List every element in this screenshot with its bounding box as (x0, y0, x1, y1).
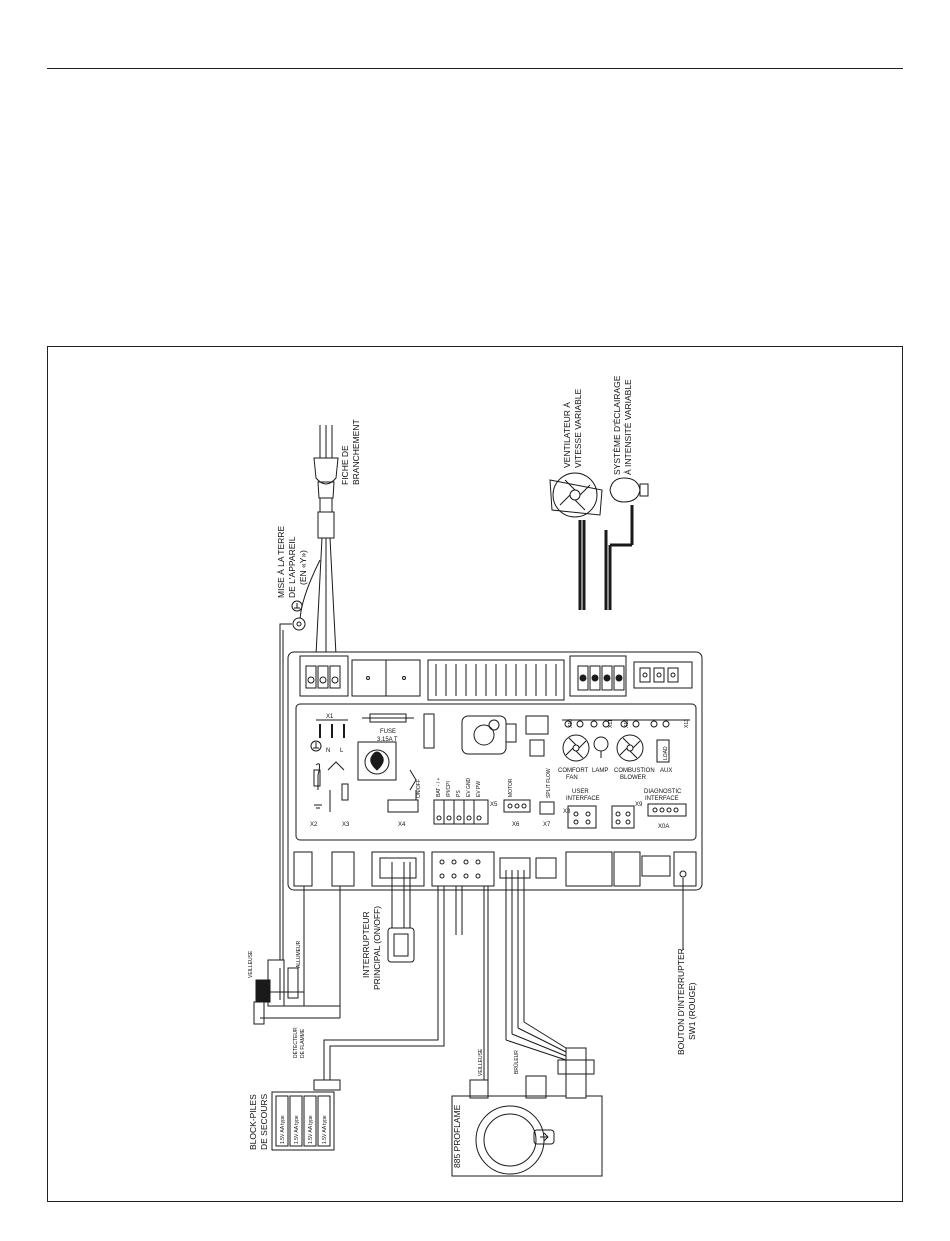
dimmer-lamp (604, 477, 649, 610)
reset-button-label-2: SW1 (ROUGE) (687, 982, 697, 1040)
diagram-frame (47, 346, 903, 1202)
valve-label: 885 PROFLAME (452, 1104, 462, 1168)
board-x5-pin-3: PS (456, 790, 462, 797)
gas-valve (451, 870, 603, 1177)
main-switch (387, 862, 415, 963)
battery-cell-1: 1.5V AA type (280, 1115, 286, 1144)
board-on-off: ON/OFF (416, 779, 422, 798)
board-fuse-1: FUSE (380, 729, 396, 735)
battery-pack-label-1: BLOCK-PILES (248, 1094, 258, 1150)
board-x6: X6 (512, 822, 520, 828)
header-rule (47, 68, 903, 69)
flame-detector-label-1: DÉTECTEUR (292, 1027, 299, 1058)
control-module (287, 651, 703, 891)
board-fuse-2: 3.15A T (377, 737, 398, 743)
board-x7: X7 (543, 822, 551, 828)
pilot-label: VEILLEUSE (248, 950, 254, 978)
main-switch-label-1: INTERRUPTEUR (361, 911, 371, 978)
board-x5-pin-4: EV GND (466, 777, 472, 797)
board-aux: AUX (660, 768, 672, 774)
light-label-1: SYSTÈME D'ÉCLAIRAGE (612, 375, 622, 475)
board-x5-pin-1: BAT - / + (436, 778, 442, 797)
valve-burner-label: BRÛLEUR (513, 1050, 520, 1074)
plug-label-1: FICHE DE (340, 445, 350, 485)
light-label-2: À INTENSITÉ VARIABLE (623, 379, 633, 475)
board-diagnostic-2: INTERFACE (645, 796, 679, 802)
fan-label-2: VITESSE VARIABLE (573, 388, 583, 468)
ground-label-3: (EN «Y») (298, 550, 308, 585)
battery-cell-3: 1.5V AA type (308, 1115, 314, 1144)
reset-button-label-1: BOUTON D'INTERRUPTER (676, 948, 686, 1055)
board-n: N (326, 748, 330, 754)
board-x3: X3 (342, 822, 350, 828)
board-x5-pin-5: EV PW (476, 781, 482, 797)
board-x4: X4 (398, 822, 406, 828)
board-x1: X1 (326, 714, 334, 720)
board-load: LOAD (663, 746, 669, 760)
board-x0a: X0A (658, 824, 669, 830)
battery-pack-label-2: DE SECOURS (259, 1093, 269, 1150)
board-x9: X9 (635, 802, 643, 808)
board-x8: X8 (563, 809, 571, 815)
board-combustion-1: COMBUSTION (614, 768, 655, 774)
battery-cell-4: 1.5V AA type (322, 1115, 328, 1144)
board-comfort-fan-2: FAN (566, 775, 578, 781)
board-x5: X5 (490, 802, 498, 808)
power-cord (299, 537, 337, 656)
main-switch-label-2: PRINCIPAL (ON/OFF) (372, 906, 382, 990)
board-lamp: LAMP (592, 768, 608, 774)
board-x12: X12 (624, 719, 630, 728)
fan-label-1: VENTILATEUR À (562, 402, 572, 468)
battery-pack (271, 886, 445, 1151)
valve-pilot-label: VEILLEUSE (478, 1048, 484, 1076)
board-x11: X11 (608, 719, 614, 728)
power-plug (313, 425, 339, 539)
board-user-interface-2: INTERFACE (566, 796, 600, 802)
plug-label-2: BRANCHEMENT (351, 419, 361, 485)
board-x2: X2 (310, 822, 318, 828)
board-motor: MOTOR (508, 778, 514, 797)
board-l: L (340, 748, 344, 754)
board-diagnostic-1: DIAGNOSTIC (644, 789, 682, 795)
ground-label-1: MISE À LA TERRE (276, 526, 286, 598)
flame-detector-label-2: DE FLAMME (300, 1028, 306, 1058)
igniter-label: ALLUMEUR (296, 940, 302, 968)
board-split-flow: SPLIT FLOW (546, 768, 552, 798)
battery-cell-2: 1.5V AA type (294, 1115, 300, 1144)
board-user-interface-1: USER (572, 789, 589, 795)
board-comfort-fan-1: COMFORT (558, 768, 589, 774)
board-combustion-2: BLOWER (620, 775, 647, 781)
board-x10: X10 (568, 719, 574, 728)
board-x5-pin-2: IPI/CPI (446, 781, 452, 797)
board-x13: X13 (684, 719, 690, 728)
ground-label-2: DE L'APPAREIL (287, 536, 297, 598)
ground-lug (279, 600, 306, 968)
fan-motor (549, 472, 603, 610)
